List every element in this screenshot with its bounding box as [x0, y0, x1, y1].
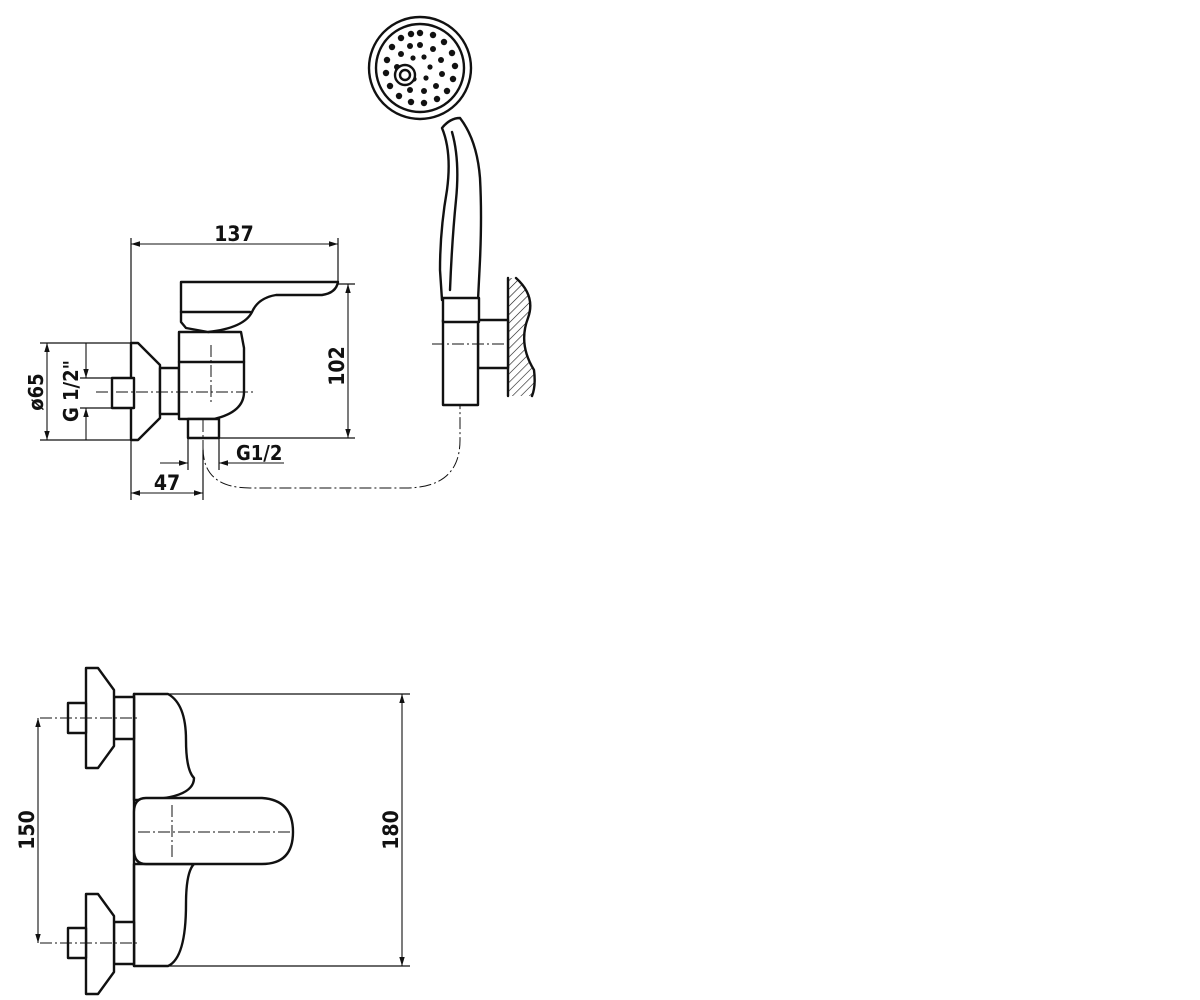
inlet-nipple	[110, 376, 136, 410]
dim-label-137: 137	[214, 222, 253, 246]
shower-handle	[438, 116, 483, 302]
dim-label-flange-diameter: ø65	[24, 373, 48, 410]
dim-label-180: 180	[379, 810, 403, 849]
connection-nut	[158, 366, 181, 416]
dim-label-47: 47	[154, 471, 180, 495]
front-view-mixer	[40, 666, 295, 996]
shower-hose	[202, 402, 461, 489]
front-lever	[132, 796, 295, 866]
dim-label-inlet-thread: G 1/2"	[59, 360, 83, 422]
handle-collar	[441, 296, 481, 324]
front-mixer-body	[132, 692, 196, 802]
side-view-dimensions	[40, 238, 355, 500]
shower-head-centre	[393, 63, 417, 87]
holder-tube	[441, 318, 480, 407]
dim-label-102: 102	[325, 346, 349, 385]
side-view-mixer	[96, 280, 340, 450]
hand-shower	[202, 15, 536, 489]
lever-handle	[179, 280, 340, 334]
spray-holes	[382, 29, 459, 107]
bottom-flange	[84, 892, 116, 996]
wall-hatch	[508, 278, 535, 396]
dim-label-150: 150	[15, 810, 39, 849]
dim-label-outlet-thread: G1/2	[236, 441, 282, 465]
front-view-dimensions	[35, 693, 410, 967]
